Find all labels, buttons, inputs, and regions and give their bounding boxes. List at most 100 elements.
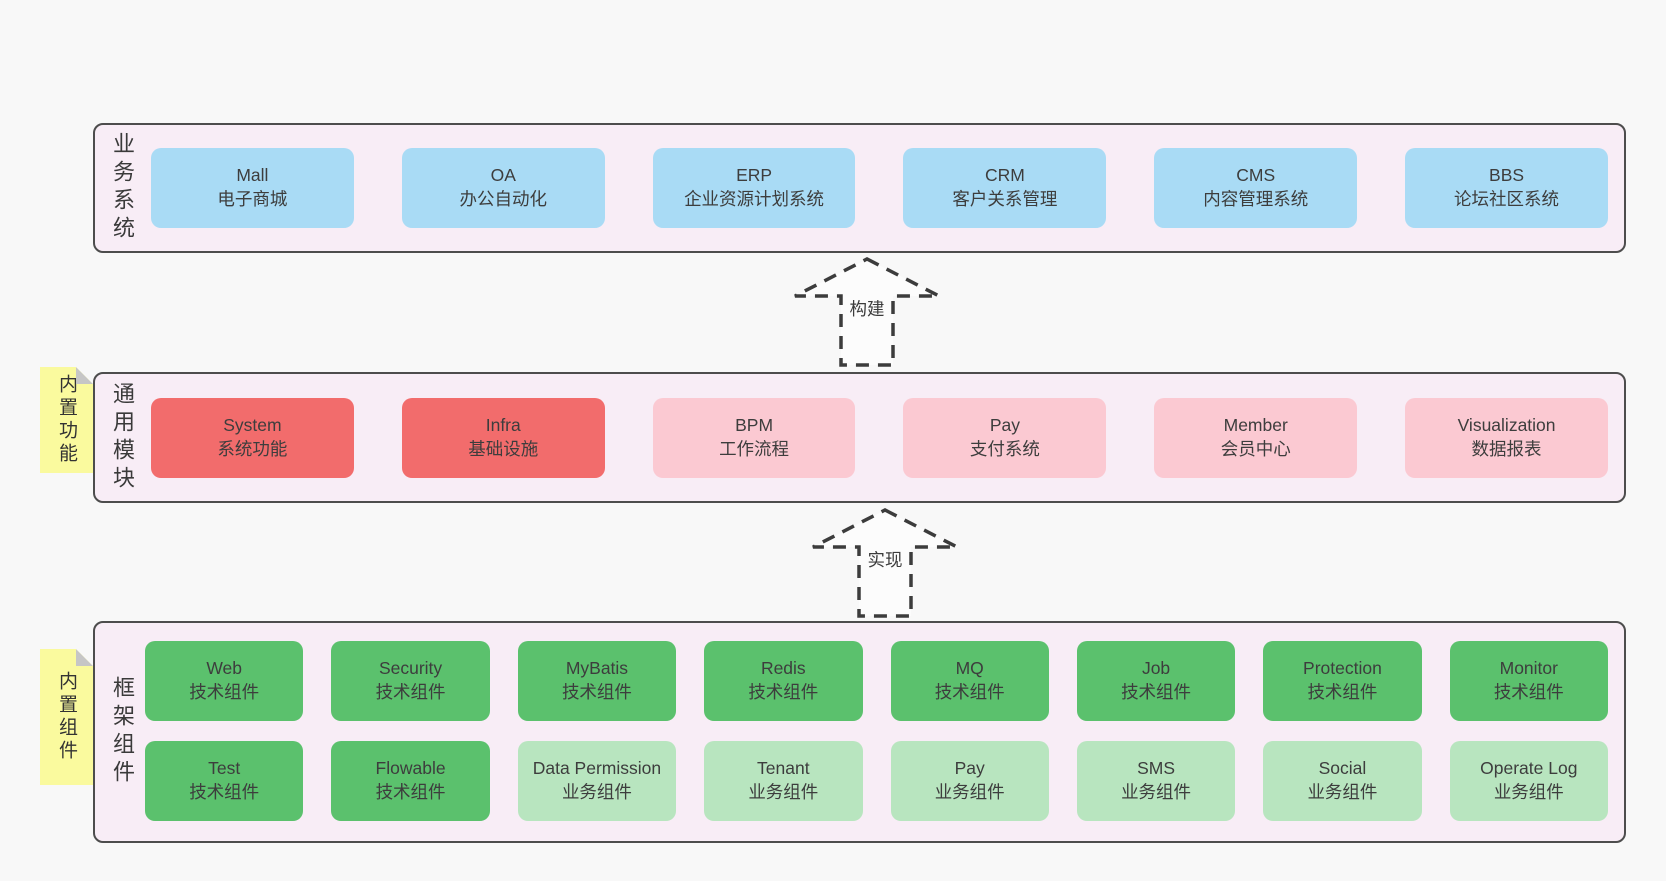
- box-title: OA: [490, 165, 516, 186]
- build-arrow-label: 构建: [847, 296, 887, 321]
- box-subtitle: 会员中心: [1220, 438, 1291, 459]
- box-redis: Redis 技术组件: [704, 641, 863, 721]
- box-title: Web: [206, 658, 243, 679]
- box-subtitle: 技术组件: [189, 782, 260, 802]
- box-subtitle: 业务组件: [934, 782, 1005, 802]
- layer-label-business-systems: 业务系统: [110, 132, 135, 244]
- framework-row-2: Test 技术组件 Flowable 技术组件 Data Permission …: [145, 741, 1608, 821]
- box-title: Flowable: [375, 758, 446, 779]
- box-title: MQ: [955, 658, 984, 679]
- box-title: Test: [208, 758, 241, 779]
- box-flowable: Flowable 技术组件: [331, 741, 490, 821]
- box-subtitle: 技术组件: [189, 682, 260, 702]
- box-title: Mall: [236, 165, 269, 186]
- box-subtitle: 客户关系管理: [952, 189, 1058, 209]
- box-subtitle: 电子商城: [217, 189, 288, 209]
- box-title: BBS: [1489, 165, 1525, 186]
- box-web: Web 技术组件: [145, 641, 304, 721]
- box-subtitle: 内容管理系统: [1203, 189, 1309, 209]
- box-erp: ERP 企业资源计划系统: [652, 148, 856, 228]
- framework-row-1: Web 技术组件 Security 技术组件 MyBatis 技术组件 Redi…: [145, 641, 1608, 721]
- box-mall: Mall 电子商城: [151, 148, 354, 228]
- box-monitor: Monitor 技术组件: [1449, 641, 1608, 721]
- box-subtitle: 业务组件: [1121, 782, 1192, 802]
- box-security: Security 技术组件: [331, 641, 490, 721]
- box-oa: OA 办公自动化: [401, 148, 605, 228]
- build-arrow: 构建: [792, 256, 942, 368]
- box-visualization: Visualization 数据报表: [1405, 397, 1608, 478]
- box-title: MyBatis: [565, 658, 629, 679]
- box-infra: Infra 基础设施: [401, 397, 605, 478]
- box-subtitle: 技术组件: [934, 682, 1005, 702]
- box-subtitle: 技术组件: [561, 682, 632, 702]
- folded-corner-icon: [76, 649, 93, 666]
- implement-arrow-label: 实现: [865, 547, 905, 572]
- box-title: Monitor: [1499, 658, 1558, 679]
- box-data-permission: Data Permission 业务组件: [517, 741, 677, 821]
- note-label: 内置功能: [56, 374, 77, 466]
- box-job: Job 技术组件: [1076, 641, 1236, 721]
- note-built-in-components: 内置组件: [40, 649, 93, 785]
- box-title: Pay: [954, 758, 985, 779]
- box-operate-log: Operate Log 业务组件: [1449, 741, 1608, 821]
- box-subtitle: 技术组件: [1493, 682, 1564, 702]
- box-pay-business: Pay 业务组件: [890, 741, 1049, 821]
- box-crm: CRM 客户关系管理: [903, 148, 1107, 228]
- layer-business-systems: 业务系统 Mall 电子商城 OA 办公自动化 ERP 企业资源计划系统 CRM…: [93, 123, 1626, 253]
- box-title: Infra: [485, 414, 521, 435]
- box-system: System 系统功能: [151, 397, 354, 478]
- layer-framework-components: 框架组件 Web 技术组件 Security 技术组件 MyBatis 技术组件…: [93, 621, 1626, 843]
- box-bbs: BBS 论坛社区系统: [1405, 148, 1608, 228]
- box-subtitle: 业务组件: [561, 782, 632, 802]
- folded-corner-icon: [76, 367, 93, 384]
- box-subtitle: 系统功能: [217, 438, 288, 459]
- box-mybatis: MyBatis 技术组件: [517, 641, 677, 721]
- box-title: Visualization: [1457, 414, 1556, 435]
- box-title: Operate Log: [1480, 758, 1578, 779]
- layer-label-framework-components: 框架组件: [110, 676, 135, 788]
- box-title: Tenant: [757, 758, 810, 779]
- box-title: System: [223, 414, 282, 435]
- box-title: SMS: [1137, 758, 1176, 779]
- box-subtitle: 技术组件: [375, 782, 446, 802]
- box-subtitle: 技术组件: [375, 682, 446, 702]
- box-title: CRM: [984, 165, 1025, 186]
- box-subtitle: 数据报表: [1471, 438, 1542, 459]
- box-subtitle: 办公自动化: [459, 189, 547, 209]
- box-protection: Protection 技术组件: [1263, 641, 1422, 721]
- framework-components-grid: Web 技术组件 Security 技术组件 MyBatis 技术组件 Redi…: [145, 641, 1608, 821]
- box-subtitle: 支付系统: [969, 438, 1040, 459]
- box-title: BPM: [735, 414, 774, 435]
- box-subtitle: 业务组件: [1493, 782, 1564, 802]
- box-title: Security: [378, 658, 443, 679]
- box-subtitle: 企业资源计划系统: [684, 189, 825, 209]
- box-title: Redis: [760, 658, 806, 679]
- note-label: 内置组件: [56, 671, 77, 763]
- layer-label-common-modules: 通用模块: [110, 381, 135, 494]
- box-title: CMS: [1236, 165, 1276, 186]
- box-sms: SMS 业务组件: [1076, 741, 1236, 821]
- box-subtitle: 技术组件: [1307, 682, 1378, 702]
- layer-common-modules: 通用模块 System 系统功能 Infra 基础设施 BPM 工作流程 Pay…: [93, 372, 1626, 503]
- box-title: Social: [1318, 758, 1367, 779]
- box-cms: CMS 内容管理系统: [1154, 148, 1358, 228]
- box-subtitle: 技术组件: [1121, 682, 1192, 702]
- box-pay: Pay 支付系统: [903, 397, 1107, 478]
- box-title: Member: [1223, 414, 1288, 435]
- note-built-in-features: 内置功能: [40, 367, 93, 473]
- box-title: Data Permission: [532, 758, 662, 779]
- box-social: Social 业务组件: [1263, 741, 1422, 821]
- box-member: Member 会员中心: [1154, 397, 1358, 478]
- box-subtitle: 论坛社区系统: [1454, 189, 1560, 209]
- box-mq: MQ 技术组件: [890, 641, 1049, 721]
- box-subtitle: 技术组件: [748, 682, 819, 702]
- box-subtitle: 业务组件: [748, 782, 819, 802]
- box-subtitle: 基础设施: [468, 438, 539, 459]
- box-bpm: BPM 工作流程: [652, 397, 856, 478]
- common-modules-row: System 系统功能 Infra 基础设施 BPM 工作流程 Pay 支付系统…: [151, 397, 1608, 478]
- box-subtitle: 业务组件: [1307, 782, 1378, 802]
- box-tenant: Tenant 业务组件: [704, 741, 863, 821]
- box-test: Test 技术组件: [145, 741, 304, 821]
- box-subtitle: 工作流程: [719, 438, 790, 459]
